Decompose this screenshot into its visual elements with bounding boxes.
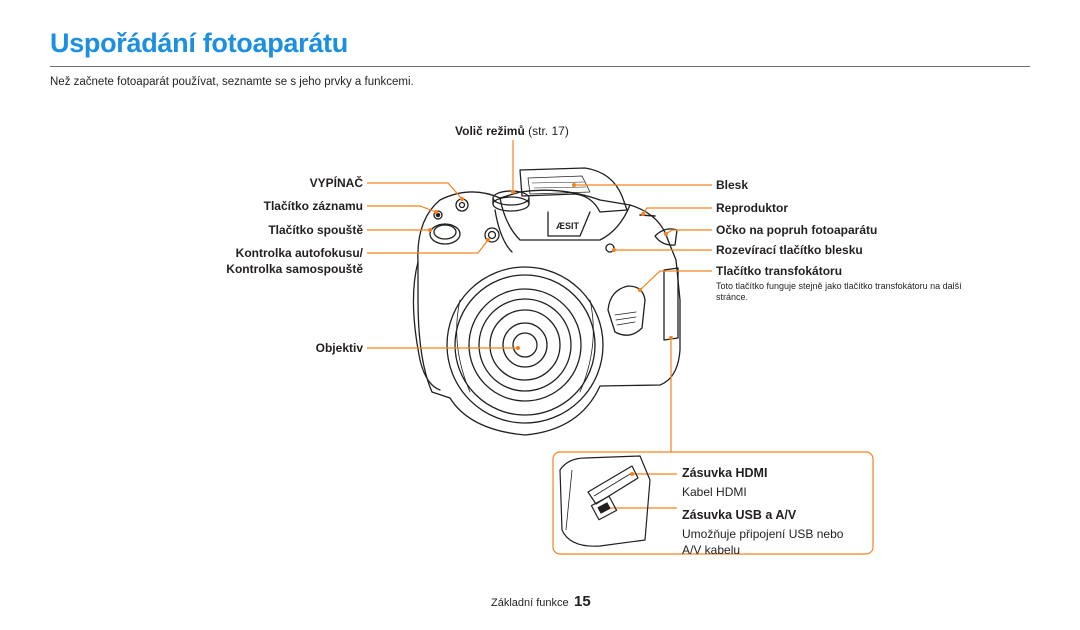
page-number: 15 xyxy=(574,593,591,610)
af-lamp-label-line1: Kontrolka autofokusu/ xyxy=(235,246,363,260)
page-title: Uspořádání fotoaparátu xyxy=(50,28,348,58)
hdmi-port-label: Zásuvka HDMI xyxy=(682,466,768,480)
mode-dial-label: Volič režimů (str. 17) xyxy=(455,124,569,138)
intro-text: Než začnete fotoaparát používat, seznamt… xyxy=(50,76,414,88)
usb-port-description: Umožňuje připojení USB nebo A/V kabelu xyxy=(682,527,844,557)
mode-dial-ref: (str. 17) xyxy=(528,124,569,138)
strap-eyelet-label: Očko na popruh fotoaparátu xyxy=(716,223,878,237)
usb-port-label: Zásuvka USB a A/V xyxy=(682,508,797,522)
power-button-label: VYPÍNAČ xyxy=(309,176,363,190)
speaker-label: Reproduktor xyxy=(716,201,788,215)
flash-label: Blesk xyxy=(716,178,749,192)
zoom-button-description: Toto tlačítko funguje stejně jako tlačít… xyxy=(716,281,962,302)
mode-dial-name: Volič režimů xyxy=(455,124,525,138)
footer-section: Základní funkce xyxy=(491,597,569,609)
title-rule xyxy=(50,66,1030,67)
lens-label: Objektiv xyxy=(315,341,363,355)
af-lamp-label-line2: Kontrolka samospouště xyxy=(226,262,363,276)
port-detail-illustration xyxy=(559,455,651,547)
flash-popup-button-label: Rozevírací tlačítko blesku xyxy=(716,243,863,257)
svg-text:ÆSIT: ÆSIT xyxy=(556,221,580,231)
shutter-button-label: Tlačítko spouště xyxy=(268,223,363,237)
hdmi-port-description: Kabel HDMI xyxy=(682,485,747,499)
zoom-button-label: Tlačítko transfokátoru xyxy=(716,264,843,278)
record-button-label: Tlačítko záznamu xyxy=(263,199,363,213)
